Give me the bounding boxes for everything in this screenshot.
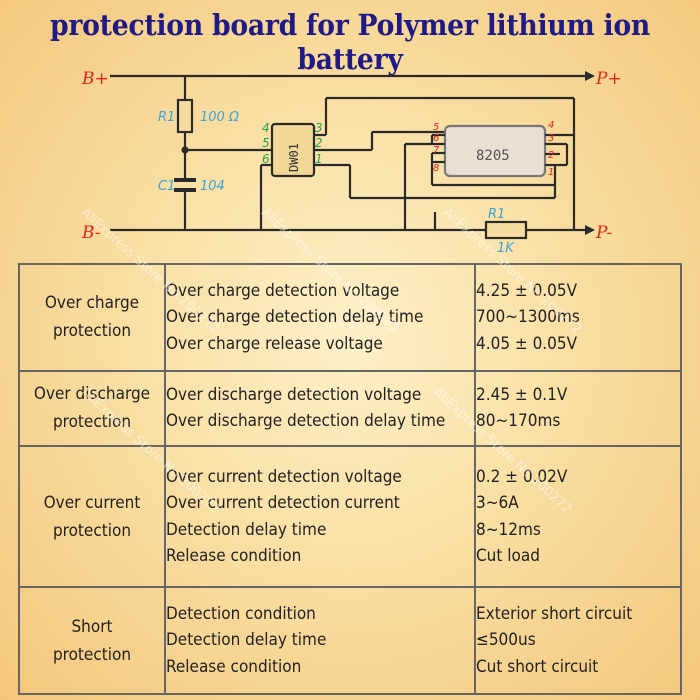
mosfet-pin-6: 6: [433, 133, 439, 144]
spec-parameter: Detection delay time: [166, 630, 327, 651]
circuit-diagram: B+ B- P+ P- R1 100 Ω C1 104 R1 1K DW01 4…: [81, 69, 622, 256]
spec-value: 0.2 ± 0.02V: [476, 466, 568, 487]
c1-value: 104: [200, 179, 225, 194]
spec-row: Over discharge protection Over discharge d…: [18, 369, 682, 448]
mosfet-pin-5: 5: [433, 122, 439, 133]
spec-value: 3~6A: [476, 493, 519, 514]
b-minus-label: B-: [81, 223, 101, 243]
spec-parameter: Release condition: [166, 546, 302, 567]
spec-value: 4.25 ± 0.05V: [476, 280, 578, 301]
mosfet-pin-7: 7: [433, 145, 440, 156]
dw01-pin-4: 4: [262, 121, 270, 135]
spec-category: Short protection: [18, 586, 166, 695]
spec-parameter: Over charge release voltage: [166, 333, 383, 354]
p-plus-arrow: [585, 71, 595, 81]
spec-category-line: protection: [52, 412, 132, 433]
mosfet-pin-1: 1: [548, 167, 554, 178]
spec-category-line: protection: [52, 520, 132, 541]
spec-category: Over discharge protection: [18, 369, 166, 448]
spec-parameter: Detection condition: [166, 603, 316, 624]
spec-parameter: Over current detection current: [166, 493, 400, 514]
r2-label: R1: [488, 207, 505, 222]
mosfet-8205-chip: [443, 124, 547, 178]
dw01-pin-6: 6: [262, 152, 270, 166]
spec-value: Exterior short circuit: [476, 603, 633, 624]
spec-parameter: Over discharge detection voltage: [166, 384, 422, 405]
spec-value: 8~12ms: [476, 519, 541, 540]
spec-parameter: Release condition: [166, 656, 302, 677]
spec-category-line: Short: [71, 616, 113, 637]
mosfet-8205-name: 8205: [476, 148, 510, 164]
spec-category: Over charge protection: [18, 263, 166, 372]
spec-value: Cut load: [476, 546, 540, 567]
spec-parameter: Over current detection voltage: [166, 466, 402, 487]
spec-category-line: Over discharge: [33, 384, 151, 405]
dw01-pin-5: 5: [262, 136, 270, 150]
spec-category-line: Over current: [43, 492, 141, 513]
dw01-pin-3: 3: [315, 121, 323, 135]
b-plus-label: B+: [81, 69, 109, 89]
r2-resistor: [484, 220, 528, 240]
r1-label: R1: [158, 110, 175, 125]
mosfet-pin-3: 3: [548, 133, 554, 144]
spec-parameter: Over charge detection delay time: [166, 307, 424, 327]
c1-label: C1: [158, 179, 175, 194]
spec-value: 2.45 ± 0.1V: [476, 384, 568, 405]
spec-row: Over current protection Over current detec…: [18, 445, 682, 589]
r2-value: 1K: [497, 241, 515, 256]
r1-resistor: [176, 98, 194, 134]
spec-category-line: Over charge: [44, 293, 140, 314]
spec-category-line: protection: [52, 321, 132, 342]
spec-category-line: protection: [52, 644, 132, 665]
spec-parameter: Over discharge detection delay time: [166, 411, 446, 432]
spec-values: 4.25 ± 0.05V 700~1300ms 4.05 ± 0.05V: [474, 263, 682, 372]
dw01-pin-1: 1: [315, 152, 323, 166]
mosfet-pin-8: 8: [433, 163, 439, 174]
dw01-name: DW01: [287, 143, 301, 172]
p-plus-label: P+: [595, 69, 622, 89]
spec-row: Over charge protection Over charge detecti…: [18, 263, 682, 372]
r1-value: 100 Ω: [200, 110, 239, 125]
spec-table: Over charge protection Over charge detecti…: [18, 263, 682, 695]
spec-values: 2.45 ± 0.1V 80~170ms: [474, 369, 682, 448]
p-minus-arrow: [585, 225, 595, 235]
mosfet-pin-2: 2: [548, 150, 554, 161]
mosfet-pin-4: 4: [548, 120, 554, 131]
spec-value: ≤500us: [476, 630, 536, 651]
spec-parameter: Detection delay time: [166, 519, 327, 540]
spec-value: 4.05 ± 0.05V: [476, 333, 578, 354]
spec-value: 700~1300ms: [476, 307, 580, 327]
page-title: protection board for Polymer lithium ion…: [49, 8, 651, 76]
dw01-pin-2: 2: [315, 136, 323, 150]
spec-value: 80~170ms: [476, 411, 561, 432]
spec-value: Cut short circuit: [476, 656, 599, 677]
p-minus-label: P-: [595, 223, 613, 243]
spec-category: Over current protection: [18, 445, 166, 589]
spec-parameter: Over charge detection voltage: [166, 280, 400, 301]
